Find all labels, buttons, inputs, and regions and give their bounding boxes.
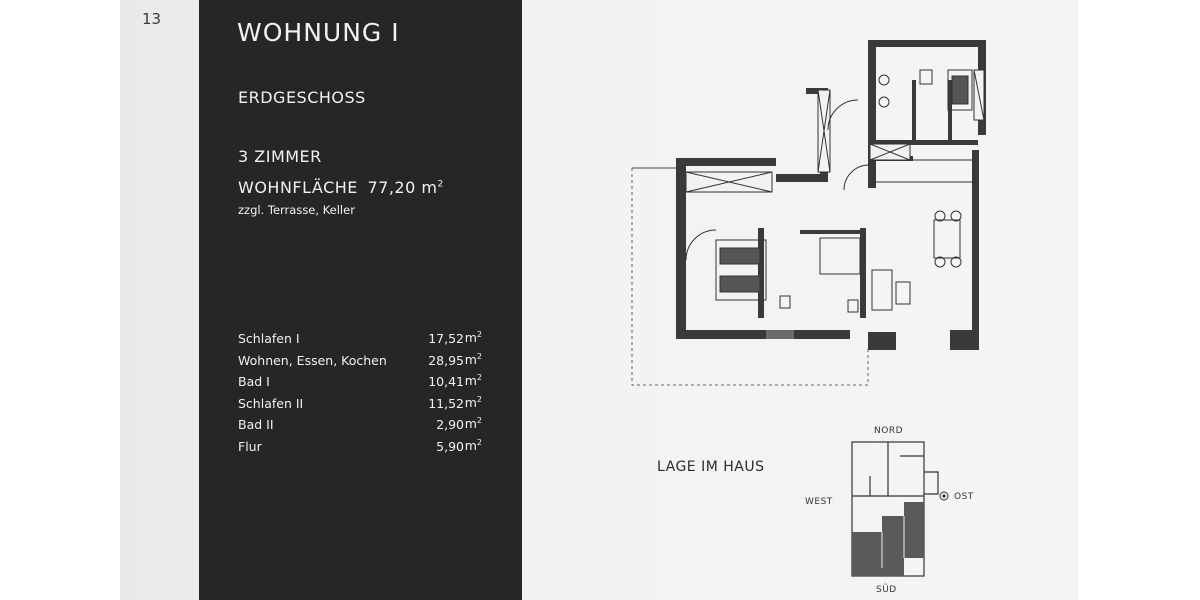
room-name: Bad I bbox=[238, 374, 270, 389]
compass-north: NORD bbox=[874, 426, 903, 436]
room-name: Bad II bbox=[238, 417, 274, 432]
floor-label: ERDGESCHOSS bbox=[238, 88, 366, 107]
room-name: Schlafen II bbox=[238, 395, 304, 411]
room-area-value: 5,90 bbox=[436, 438, 464, 454]
floor-plan bbox=[631, 40, 986, 386]
room-area-value: 10,41 bbox=[428, 374, 464, 389]
living-area: WOHNFLÄCHE 77,20 m2 bbox=[238, 178, 444, 197]
info-panel: WOHNUNG I ERDGESCHOSS 3 ZIMMER WOHNFLÄCH… bbox=[199, 0, 522, 600]
compass-west: WEST bbox=[805, 497, 833, 507]
page-number: 13 bbox=[142, 10, 162, 28]
house-entrance-icon bbox=[939, 491, 949, 501]
area-extras-note: zzgl. Terrasse, Keller bbox=[238, 203, 355, 217]
room-area-value: 28,95 bbox=[428, 352, 464, 368]
room-area-unit: m2 bbox=[464, 437, 482, 453]
room-area-value: 11,52 bbox=[428, 395, 464, 411]
compass-east: OST bbox=[954, 492, 974, 502]
living-area-unit: m bbox=[421, 178, 438, 197]
living-area-value: 77,20 bbox=[367, 178, 416, 197]
living-area-unit-exponent: 2 bbox=[437, 179, 444, 190]
location-map-label: LAGE IM HAUS bbox=[657, 459, 765, 475]
location-mini-map bbox=[851, 441, 939, 577]
rooms-count: 3 ZIMMER bbox=[238, 147, 322, 166]
room-area-value: 17,52 bbox=[428, 331, 464, 346]
room-name: Wohnen, Essen, Kochen bbox=[238, 352, 387, 368]
room-area-unit: m2 bbox=[464, 330, 482, 346]
room-area-unit: m2 bbox=[464, 394, 482, 410]
room-area-value: 2,90 bbox=[436, 417, 464, 432]
living-area-label: WOHNFLÄCHE bbox=[238, 178, 358, 197]
room-area-unit: m2 bbox=[464, 416, 482, 432]
room-area-unit: m2 bbox=[464, 373, 482, 389]
room-name: Flur bbox=[238, 438, 262, 454]
room-area-unit: m2 bbox=[464, 351, 482, 367]
apartment-title: WOHNUNG I bbox=[237, 18, 400, 47]
compass-south: SÜD bbox=[876, 585, 897, 595]
room-name: Schlafen I bbox=[238, 331, 300, 346]
